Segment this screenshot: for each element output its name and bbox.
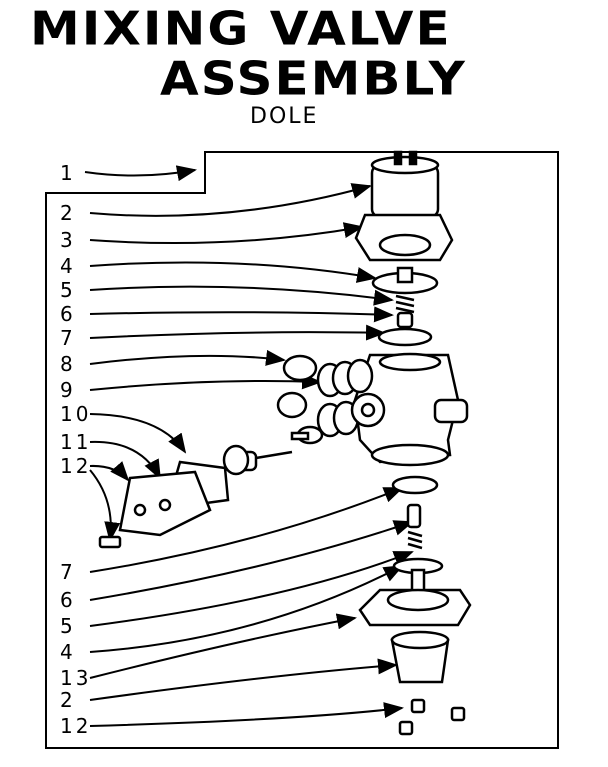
part-plunger-top [396,311,414,329]
callout-12-lower: 12 [60,714,92,738]
callout-11: 11 [60,430,92,454]
part-screw-bottom-1 [398,720,414,736]
part-washer-top [377,327,433,347]
leader-8 [89,349,286,366]
callout-4: 4 [60,254,76,278]
part-inlet-cap-upper [282,354,318,382]
leader-6-top [89,306,394,323]
part-spring-top [395,294,415,314]
callout-4-lower: 4 [60,640,76,664]
part-plunger-bottom [406,503,422,529]
leader-12a [89,461,130,482]
callout-7: 7 [60,326,76,350]
part-washer-bottom [391,475,439,495]
callout-12: 12 [60,454,92,478]
part-inlet-coil-lower [316,392,386,438]
leader-6-bottom [89,520,414,601]
part-screw-bottom-2 [410,698,426,714]
leader-2-bottom [89,658,398,701]
callout-2-lower: 2 [60,688,76,712]
leader-13 [89,613,357,679]
leader-10 [89,413,187,454]
leader-12b [89,469,121,542]
subtitle: DOLE [250,104,319,129]
leader-7-top [89,324,386,341]
diagram-frame [45,151,559,749]
callout-6: 6 [60,302,76,326]
callout-6-lower: 6 [60,588,76,612]
leader-1 [84,165,197,182]
part-inlet-coil-upper [316,358,374,398]
part-screw-side [98,535,122,549]
callout-1: 1 [60,161,76,185]
leader-2-top [89,183,372,217]
callout-3: 3 [60,228,76,252]
callout-13: 13 [60,666,92,690]
leader-7-bottom [89,487,404,573]
leader-5-bottom [89,551,414,627]
leader-4-bottom [89,565,404,653]
leader-12-bottom [89,702,404,727]
part-spring-bottom [407,530,423,550]
callout-7-lower: 7 [60,560,76,584]
callout-5: 5 [60,278,76,302]
callout-8: 8 [60,352,76,376]
leader-5-top [89,285,394,306]
callout-5-lower: 5 [60,614,76,638]
callout-9: 9 [60,378,76,402]
callout-2: 2 [60,201,76,225]
title-line-2: ASSEMBLY [160,52,467,106]
leader-9 [89,373,322,391]
leader-3 [89,222,364,245]
part-screw-bottom-3 [450,706,466,722]
callout-10: 10 [60,402,92,426]
title-line-1: MIXING VALVE [30,2,452,56]
part-inlet-cap-lower [276,391,308,419]
leader-4-top [89,261,377,283]
leader-11 [89,440,161,480]
